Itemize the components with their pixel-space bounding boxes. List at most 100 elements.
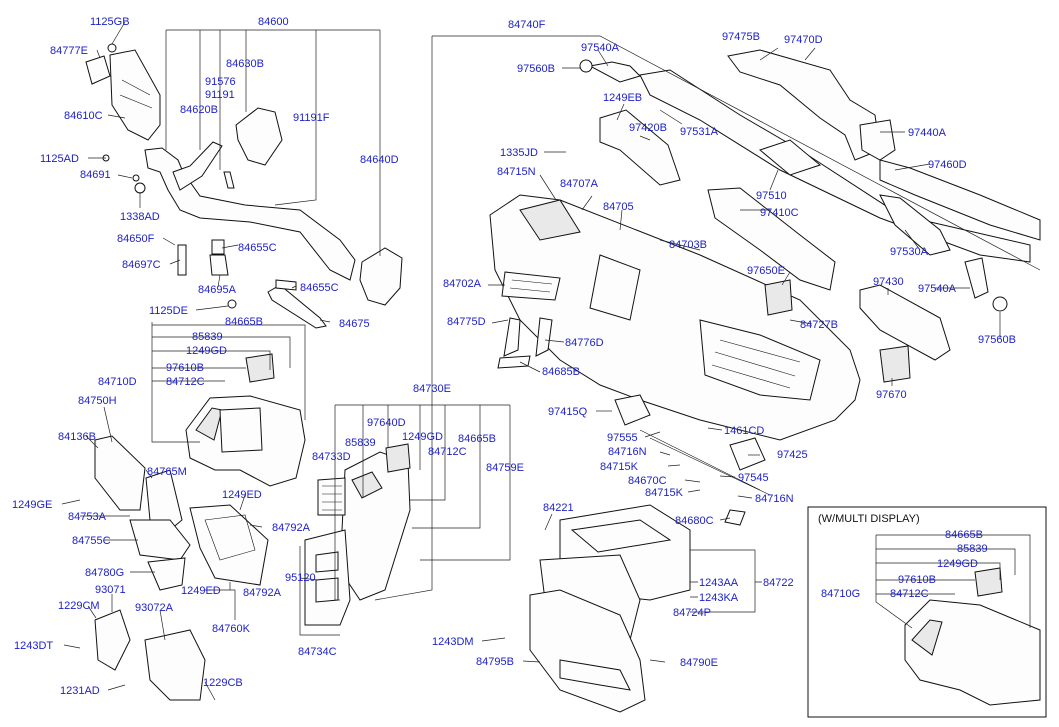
label-85839-left: 85839 xyxy=(192,331,223,343)
inset-title: (W/MULTI DISPLAY) xyxy=(818,513,920,525)
label-84697C: 84697C xyxy=(122,259,161,271)
label-97420B: 97420B xyxy=(629,122,667,134)
label-97560B-upper: 97560B xyxy=(517,63,555,75)
label-84727B: 84727B xyxy=(800,319,838,331)
label-97610B-left: 97610B xyxy=(166,362,204,374)
label-84760K: 84760K xyxy=(212,623,251,635)
label-1249ED-lower: 1249ED xyxy=(181,585,221,597)
label-84734C: 84734C xyxy=(298,646,337,658)
label-1338AD: 1338AD xyxy=(120,211,160,223)
label-85839-center: 85839 xyxy=(345,437,376,449)
label-84722: 84722 xyxy=(763,577,794,589)
label-97640D: 97640D xyxy=(367,417,406,429)
label-1229CB: 1229CB xyxy=(203,677,243,689)
label-84680C: 84680C xyxy=(675,515,714,527)
label-1243DT: 1243DT xyxy=(14,640,53,652)
label-84792A-lower: 84792A xyxy=(243,587,282,599)
label-84705: 84705 xyxy=(603,201,634,213)
label-84715K-lower: 84715K xyxy=(645,487,684,499)
label-84655C-upper: 84655C xyxy=(238,242,277,254)
label-84685B: 84685B xyxy=(542,366,580,378)
label-91576: 91576 xyxy=(205,76,236,88)
label-84759E: 84759E xyxy=(486,462,524,474)
label-97540A-lower: 97540A xyxy=(918,283,957,295)
label-97410C: 97410C xyxy=(760,207,799,219)
label-84670C: 84670C xyxy=(628,475,667,487)
label-84710D: 84710D xyxy=(98,376,137,388)
label-84655C-lower: 84655C xyxy=(300,282,339,294)
label-97510: 97510 xyxy=(756,190,787,202)
label-1249GD-inset: 1249GD xyxy=(937,558,978,570)
label-84675: 84675 xyxy=(339,318,370,330)
label-84715K-upper: 84715K xyxy=(600,461,639,473)
label-84712C-inset: 84712C xyxy=(890,588,929,600)
label-84640D: 84640D xyxy=(360,154,399,166)
label-84755C: 84755C xyxy=(72,535,111,547)
label-93072A: 93072A xyxy=(135,602,174,614)
leader-lines xyxy=(61,21,1041,701)
label-1229CM: 1229CM xyxy=(58,600,100,612)
label-1125AD: 1125AD xyxy=(40,153,79,165)
label-84715N: 84715N xyxy=(497,166,536,178)
label-1335JD: 1335JD xyxy=(500,147,538,159)
label-84710G: 84710G xyxy=(821,588,860,600)
label-84792A-upper: 84792A xyxy=(272,522,311,534)
label-1125DE: 1125DE xyxy=(149,305,188,317)
label-85839-inset: 85839 xyxy=(957,543,988,555)
label-1249ED-upper: 1249ED xyxy=(222,489,262,501)
label-1243AA: 1243AA xyxy=(699,577,739,589)
label-1249GD-left: 1249GD xyxy=(186,345,227,357)
label-97531A: 97531A xyxy=(680,126,719,138)
label-97610B-inset: 97610B xyxy=(898,574,936,586)
label-84630B: 84630B xyxy=(226,58,264,70)
label-84620B: 84620B xyxy=(180,104,218,116)
label-97555: 97555 xyxy=(607,432,638,444)
label-97650E: 97650E xyxy=(747,265,785,277)
label-1249EB: 1249EB xyxy=(603,92,642,104)
label-91191F: 91191F xyxy=(293,112,330,124)
label-84712C-center: 84712C xyxy=(428,446,467,458)
label-84610C: 84610C xyxy=(64,110,103,122)
label-97430: 97430 xyxy=(873,276,904,288)
label-84775D: 84775D xyxy=(447,316,486,328)
label-84695A: 84695A xyxy=(198,284,237,296)
label-1249GE: 1249GE xyxy=(12,499,52,511)
label-97560B-lower: 97560B xyxy=(978,334,1016,346)
label-84753A: 84753A xyxy=(68,511,107,523)
label-84600: 84600 xyxy=(258,16,289,28)
label-84716N-lower: 84716N xyxy=(755,493,794,505)
label-95120: 95120 xyxy=(285,572,316,584)
label-84776D: 84776D xyxy=(565,337,604,349)
label-84665B-left: 84665B xyxy=(225,316,263,328)
label-84740F: 84740F xyxy=(508,19,546,31)
label-84707A: 84707A xyxy=(560,178,599,190)
label-97470D: 97470D xyxy=(784,34,823,46)
label-84691: 84691 xyxy=(80,169,111,181)
label-1243DM: 1243DM xyxy=(432,636,474,648)
label-84780G: 84780G xyxy=(85,567,124,579)
label-84712C-left: 84712C xyxy=(166,376,205,388)
label-1461CD: 1461CD xyxy=(724,425,764,437)
label-84790E: 84790E xyxy=(680,657,718,669)
label-1249GD-center: 1249GD xyxy=(402,431,443,443)
label-84765M: 84765M xyxy=(147,466,187,478)
label-84724P: 84724P xyxy=(673,607,711,619)
label-97670: 97670 xyxy=(876,389,907,401)
part-drawings xyxy=(85,43,1041,713)
label-97440A: 97440A xyxy=(908,127,947,139)
label-84795B: 84795B xyxy=(476,656,514,668)
label-84733D: 84733D xyxy=(312,451,351,463)
label-97415Q: 97415Q xyxy=(548,406,588,418)
label-84730E: 84730E xyxy=(413,383,451,395)
label-97425: 97425 xyxy=(777,449,808,461)
label-84750H: 84750H xyxy=(78,395,117,407)
label-84136B: 84136B xyxy=(58,431,96,443)
part-labels: 1125GB 84600 84777E 84630B 91576 91191 8… xyxy=(12,16,1016,697)
label-93071: 93071 xyxy=(95,584,126,596)
label-97540A-upper: 97540A xyxy=(581,42,620,54)
label-97475B: 97475B xyxy=(722,31,760,43)
label-84650F: 84650F xyxy=(117,233,155,245)
label-84716N-upper: 84716N xyxy=(608,446,647,458)
